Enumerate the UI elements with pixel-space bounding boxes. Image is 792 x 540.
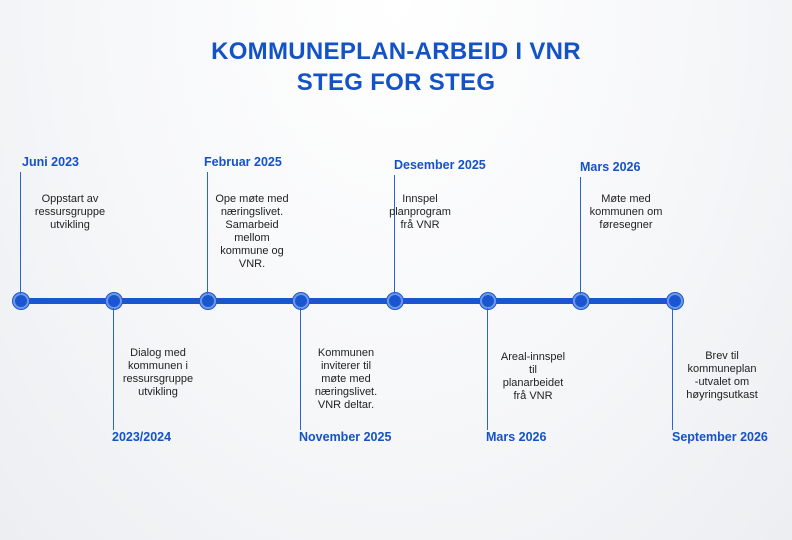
- milestone-date: November 2025: [299, 430, 392, 444]
- timeline-stem: [113, 308, 114, 430]
- timeline-stem: [580, 177, 581, 294]
- timeline-stem: [300, 308, 301, 430]
- milestone-text: Areal-innspel til planarbeidet frå VNR: [500, 351, 566, 402]
- timeline-stem: [207, 172, 208, 294]
- milestone-text: Brev til kommuneplan -utvalet om høyring…: [686, 350, 758, 401]
- timeline-axis: [20, 298, 674, 304]
- title-line-1: KOMMUNEPLAN-ARBEID I VNR: [211, 38, 581, 65]
- timeline-node: [293, 293, 309, 309]
- milestone-text: Innspel planprogram frå VNR: [389, 193, 451, 231]
- timeline-node: [387, 293, 403, 309]
- milestone-date: 2023/2024: [112, 430, 172, 444]
- timeline-node: [13, 293, 29, 309]
- milestone-date: Februar 2025: [204, 155, 282, 169]
- milestone-text: Dialog med kommunen i ressursgruppe utvi…: [122, 347, 194, 398]
- milestone-date: Desember 2025: [394, 158, 486, 172]
- timeline-stem: [394, 175, 395, 294]
- title-line-2: STEG FOR STEG: [296, 69, 496, 96]
- milestone-text: Ope møte med næringslivet. Samarbeid mel…: [215, 193, 289, 270]
- timeline-stem: [672, 308, 673, 430]
- milestone-date: Mars 2026: [580, 160, 641, 174]
- milestone-text: Oppstart av ressursgruppe utvikling: [34, 193, 106, 231]
- milestone-text: Møte med kommunen om føresegner: [589, 193, 663, 231]
- timeline-node: [667, 293, 683, 309]
- milestone-text: Kommunen inviterer til møte med næringsl…: [314, 347, 378, 411]
- milestone-date: Mars 2026: [486, 430, 547, 444]
- timeline-node: [480, 293, 496, 309]
- page-title: KOMMUNEPLAN-ARBEID I VNR STEG FOR STEG: [0, 36, 792, 98]
- timeline-node: [200, 293, 216, 309]
- timeline-node: [573, 293, 589, 309]
- milestone-date: Juni 2023: [22, 155, 79, 169]
- timeline-stem: [487, 308, 488, 430]
- timeline-node: [106, 293, 122, 309]
- timeline-stem: [20, 172, 21, 294]
- milestone-date: September 2026: [672, 430, 768, 444]
